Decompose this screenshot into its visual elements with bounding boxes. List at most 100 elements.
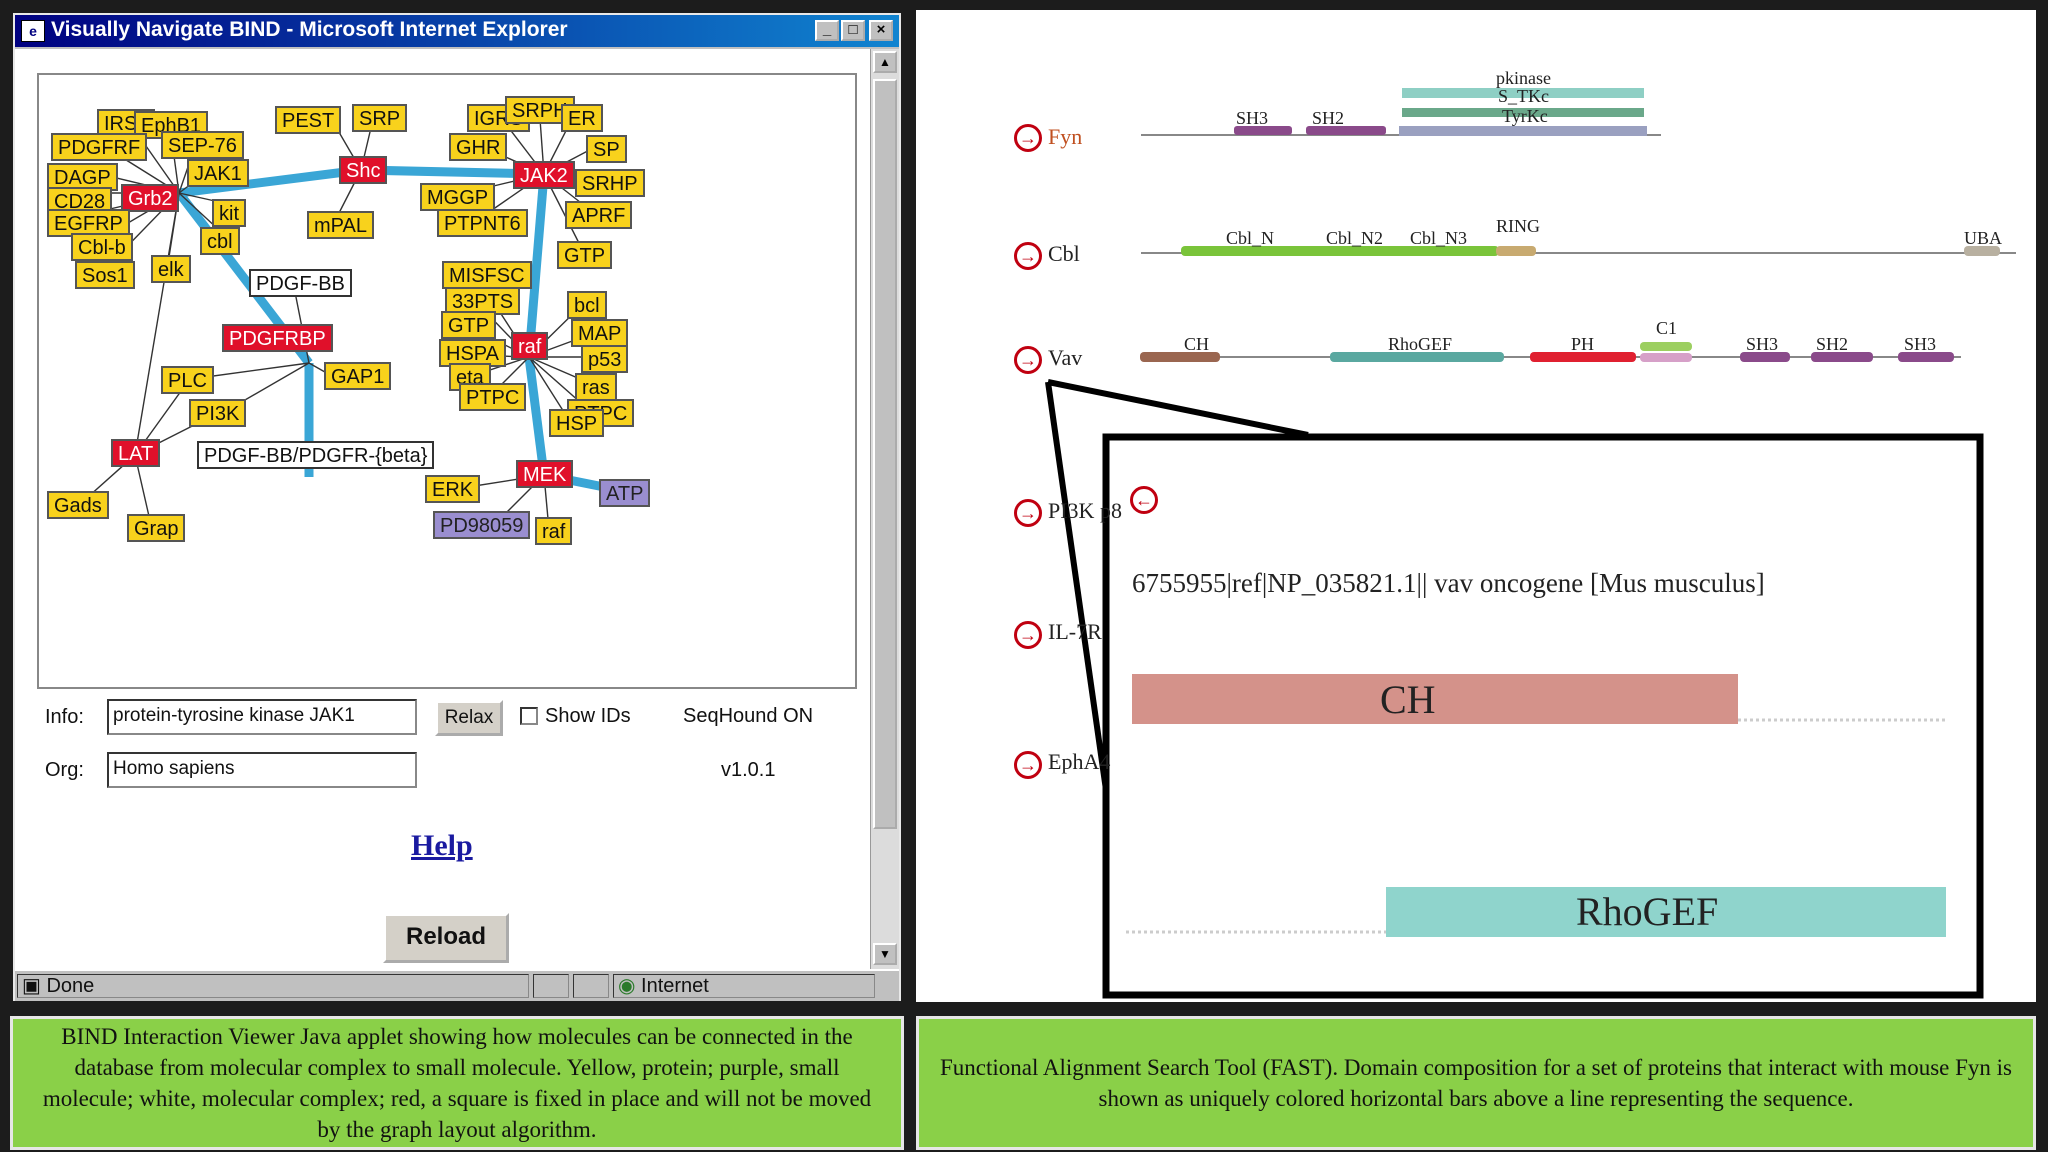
pi3k-arrow-icon[interactable]: → — [1014, 499, 1042, 527]
node-aprf[interactable]: APRF — [565, 201, 633, 229]
node-pdgfrf[interactable]: PDGFRF — [51, 133, 148, 161]
node-jak2[interactable]: JAK2 — [513, 161, 575, 189]
status-pane-1 — [533, 974, 569, 998]
node-lat[interactable]: LAT — [111, 439, 161, 467]
protein-vav[interactable]: Vav — [1048, 345, 1083, 370]
node-dagp[interactable]: DAGP — [47, 163, 118, 191]
node-gtp1[interactable]: GTP — [557, 241, 613, 269]
zoom-rhogef-label: RhoGEF — [1576, 889, 1719, 934]
cbl-n2-label: Cbl_N2 — [1326, 228, 1384, 248]
node-jak1[interactable]: JAK1 — [187, 159, 249, 187]
node-sos1[interactable]: Sos1 — [75, 261, 135, 289]
page-content: IRS1 EphB1 PDGFRF SEP-76 JAK1 DAGP CD28 … — [15, 49, 870, 969]
node-raf[interactable]: raf — [511, 332, 549, 360]
node-ptpnt6[interactable]: PTPNT6 — [437, 209, 528, 237]
node-ras[interactable]: ras — [575, 373, 617, 401]
vav-sh2-label: SH2 — [1816, 334, 1849, 354]
node-ptpc1[interactable]: PTPC — [459, 383, 527, 411]
node-pdgfbb[interactable]: PDGF-BB — [249, 269, 352, 297]
epha4-arrow-icon[interactable]: → — [1014, 751, 1042, 779]
node-srhp[interactable]: SRHP — [575, 169, 645, 197]
org-field[interactable]: Homo sapiens — [107, 752, 417, 788]
scroll-down-arrow[interactable]: ▼ — [873, 943, 897, 965]
node-grap[interactable]: Grap — [127, 514, 186, 542]
zoom-ch-label: CH — [1380, 677, 1436, 722]
vav-arrow-icon[interactable]: → — [1014, 346, 1042, 374]
node-sp[interactable]: SP — [586, 135, 627, 163]
cbl-n3-label: Cbl_N3 — [1410, 228, 1468, 248]
org-label: Org: — [45, 759, 84, 781]
cbl-uba-label: UBA — [1964, 228, 2003, 248]
node-p53[interactable]: p53 — [581, 345, 629, 373]
node-map[interactable]: MAP — [571, 319, 629, 347]
caption-right: Functional Alignment Search Tool (FAST).… — [916, 1016, 2036, 1150]
reload-button[interactable]: Reload — [383, 913, 509, 963]
fyn-arrow-icon[interactable]: → — [1014, 124, 1042, 152]
close-button[interactable]: × — [869, 20, 893, 41]
fast-panel: → Fyn → Cbl → Vav → PI3K p8 → IL-7R → Ep… — [916, 10, 2036, 1002]
info-field[interactable]: protein-tyrosine kinase JAK1 — [107, 699, 417, 735]
node-mggp[interactable]: MGGP — [420, 183, 496, 211]
node-egfrp[interactable]: EGFRP — [47, 209, 130, 237]
node-pi3k[interactable]: PI3K — [189, 399, 247, 427]
title-bar[interactable]: e Visually Navigate BIND - Microsoft Int… — [15, 15, 899, 47]
node-cbl[interactable]: cbl — [200, 227, 240, 255]
globe-icon: ◉ — [618, 975, 642, 997]
node-gap1[interactable]: GAP1 — [324, 362, 392, 390]
relax-button[interactable]: Relax — [435, 700, 503, 736]
status-zone-text: Internet — [641, 975, 709, 997]
scroll-thumb[interactable] — [873, 79, 897, 829]
cbl-n-label: Cbl_N — [1226, 228, 1275, 248]
interaction-graph[interactable]: IRS1 EphB1 PDGFRF SEP-76 JAK1 DAGP CD28 … — [37, 73, 857, 689]
zoom-back-arrow-icon[interactable]: ← — [1130, 486, 1158, 514]
node-sep76[interactable]: SEP-76 — [161, 131, 244, 159]
vav-ch-label: CH — [1184, 334, 1210, 354]
vertical-scrollbar[interactable]: ▲ ▼ — [870, 49, 899, 969]
node-gads[interactable]: Gads — [47, 491, 109, 519]
minimize-button[interactable]: _ — [815, 20, 839, 41]
node-mpal[interactable]: mPAL — [307, 211, 374, 239]
show-ids-checkbox[interactable] — [520, 707, 538, 725]
vav-c1-label: C1 — [1656, 318, 1678, 338]
node-grb2[interactable]: Grb2 — [121, 184, 180, 212]
zoom-header: 6755955|ref|NP_035821.1|| vav oncogene [… — [1132, 568, 1765, 598]
node-mek[interactable]: MEK — [516, 460, 574, 488]
node-pest[interactable]: PEST — [275, 106, 342, 134]
vav-sh3-label: SH3 — [1746, 334, 1779, 354]
scroll-up-arrow[interactable]: ▲ — [873, 51, 897, 73]
ie-icon: e — [21, 20, 45, 42]
maximize-button[interactable]: □ — [841, 20, 865, 41]
protein-cbl[interactable]: Cbl — [1048, 241, 1080, 266]
node-elk[interactable]: elk — [151, 255, 191, 283]
node-er[interactable]: ER — [561, 104, 603, 132]
il7r-arrow-icon[interactable]: → — [1014, 621, 1042, 649]
help-link[interactable]: Help — [411, 829, 473, 862]
node-gtp2[interactable]: GTP — [441, 311, 497, 339]
node-raf2[interactable]: raf — [535, 517, 573, 545]
fyn-stkc-label: S_TKc — [1498, 86, 1549, 106]
node-hsp[interactable]: HSP — [549, 409, 605, 437]
node-pd98059[interactable]: PD98059 — [433, 511, 531, 539]
fyn-pkinase-label: pkinase — [1496, 68, 1551, 88]
vav-ph-label: PH — [1571, 334, 1595, 354]
protein-epha4[interactable]: EphA4 — [1048, 749, 1111, 774]
fyn-sh3-label: SH3 — [1236, 108, 1269, 128]
protein-fyn[interactable]: Fyn — [1048, 124, 1083, 149]
node-srp[interactable]: SRP — [352, 104, 408, 132]
node-complex[interactable]: PDGF-BB/PDGFR-{beta} — [197, 441, 435, 469]
cbl-arrow-icon[interactable]: → — [1014, 242, 1042, 270]
node-misfsc[interactable]: MISFSC — [442, 261, 532, 289]
node-plc[interactable]: PLC — [161, 366, 214, 394]
node-ghr[interactable]: GHR — [449, 133, 508, 161]
node-bcl[interactable]: bcl — [567, 291, 607, 319]
node-pdgfrbp[interactable]: PDGFRBP — [222, 324, 333, 352]
protein-pi3k[interactable]: PI3K p8 — [1048, 498, 1122, 523]
node-atp[interactable]: ATP — [599, 479, 651, 507]
fyn-tyrkc-label: TyrKc — [1502, 106, 1548, 126]
fyn-sh2-label: SH2 — [1312, 108, 1345, 128]
node-shc[interactable]: Shc — [339, 156, 388, 184]
protein-il7r[interactable]: IL-7R — [1048, 619, 1102, 644]
node-cblb[interactable]: Cbl-b — [71, 233, 133, 261]
node-kit[interactable]: kit — [212, 199, 246, 227]
node-erk[interactable]: ERK — [425, 475, 481, 503]
